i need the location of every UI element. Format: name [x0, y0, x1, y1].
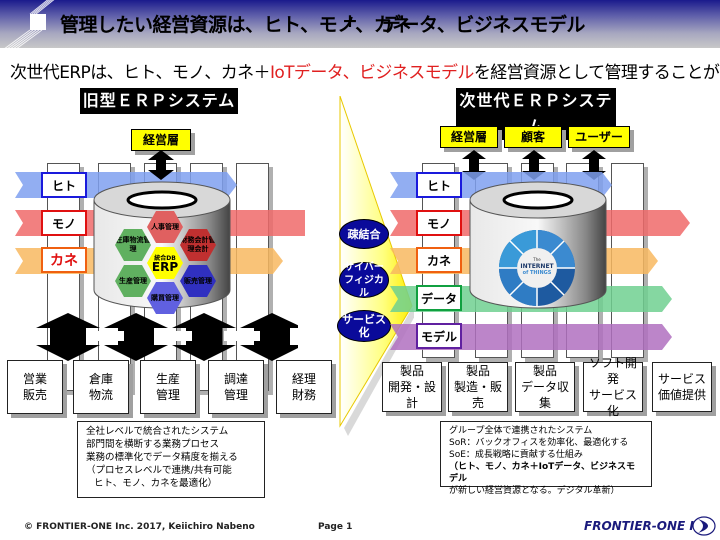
legacy-band-label-mono: モノ — [41, 210, 87, 236]
dept-line1: 営業 — [22, 372, 47, 386]
dept-line2: 開発・設計 — [387, 380, 436, 410]
footer-copyright: © FRONTIER-ONE Inc. 2017, Keiichiro Nabe… — [24, 522, 255, 532]
hex-production: 生産管理 — [115, 265, 151, 297]
next-notes-box: グループ全体で連携されたシステム SoR：バックオフィスを効率化、最適化する S… — [440, 421, 652, 496]
legacy-dept-production: 生産管理 — [140, 360, 196, 414]
dept-line2: 製造・販売 — [453, 380, 502, 410]
iot-label: The INTERNET of THINGS — [517, 256, 557, 277]
dept-line2: 販売 — [22, 388, 47, 402]
hex-sales: 販売管理 — [180, 265, 216, 297]
hex-erp-core-top: 統合DB — [154, 255, 176, 262]
footer-page-number: Page 1 — [318, 522, 353, 532]
note-line: SoR：バックオフィスを効率化、最適化する — [449, 438, 629, 448]
dept-line2: 価値提供 — [657, 388, 706, 402]
dept-line2: データ収集 — [520, 380, 569, 410]
iot-label-the: The — [533, 257, 541, 262]
hex-inventory: 在庫物流管理 — [115, 229, 151, 261]
note-line: 業務の標準化でデータ精度を揃える — [86, 452, 238, 463]
dept-line1: 調達 — [223, 372, 248, 386]
legacy-dept-finance: 経理財務 — [276, 360, 332, 414]
next-band-label-hito: ヒト — [416, 172, 462, 198]
next-dept-product-design: 製品開発・設計 — [382, 362, 442, 412]
oval-loose-coupling: 疎結合 — [339, 219, 389, 249]
next-dept-software: ソフト開発サービス化 — [583, 356, 643, 418]
note-line: SoE：成長戦略に貢献する仕組み — [449, 450, 583, 460]
dept-arrow-icon — [104, 313, 168, 361]
legacy-management-box: 経営層 — [131, 129, 191, 151]
note-line: 全社レベルで統合されたシステム — [86, 426, 229, 437]
dept-line1: サービス — [657, 372, 706, 386]
hex-purchasing: 購買管理 — [147, 282, 183, 314]
hex-accounting: 財務会計管理会計 — [180, 229, 216, 261]
iot-wheel-icon — [499, 230, 575, 306]
page-title-plus: + — [342, 10, 358, 32]
legacy-band-label-kane: カネ — [41, 247, 87, 273]
oval-servitization: サービス化 — [337, 310, 391, 342]
company-logo-icon — [692, 516, 716, 536]
note-line: （プロセスレベルで連携/共有可能 — [86, 465, 232, 476]
legacy-dept-warehouse: 倉庫物流 — [73, 360, 129, 414]
subtitle-prefix: 次世代ERPは、ヒト、モノ、カネ＋ — [10, 63, 271, 83]
dept-line1: 経理 — [291, 372, 316, 386]
next-dept-product-data: 製品データ収集 — [515, 362, 575, 412]
dept-line1: 生産 — [155, 372, 180, 386]
dept-arrow-icon — [240, 313, 298, 361]
header-square-icon — [30, 14, 46, 30]
note-line: が新しい経営資源となる。デジタル革新） — [449, 486, 620, 496]
next-band-label-kane: カネ — [416, 247, 462, 273]
dept-line1: 製品 — [399, 364, 424, 378]
dept-line2: 管理 — [155, 388, 180, 402]
legacy-dept-procurement: 調達管理 — [208, 360, 264, 414]
hex-erp-core-main: ERP — [151, 260, 179, 274]
dept-line1: ソフト開発 — [588, 356, 637, 386]
footer-logo-text: FRONTIER-ONE Inc. — [584, 519, 715, 533]
hex-erp-core: 統合DB ERP — [147, 247, 183, 279]
hex-hr: 人事管理 — [147, 211, 183, 243]
iot-label-things: of THINGS — [522, 270, 552, 276]
legacy-erp-title: 旧型ＥＲＰシステム — [80, 88, 238, 114]
page-title: 管理したい経営資源は、ヒト、モノ、カネ — [60, 14, 411, 36]
iot-label-internet: INTERNET — [520, 263, 554, 270]
next-customer-box: 顧客 — [504, 126, 562, 148]
page-title-suffix: データ、ビジネスモデル — [382, 14, 585, 36]
next-user-box: ユーザー — [568, 126, 630, 148]
note-line: グループ全体で連携されたシステム — [449, 426, 593, 436]
next-dept-service: サービス価値提供 — [652, 362, 712, 412]
dept-line2: 財務 — [291, 388, 316, 402]
next-band-label-data: データ — [416, 285, 462, 311]
dept-line2: 管理 — [223, 388, 248, 402]
legacy-band-label-hito: ヒト — [41, 172, 87, 198]
dept-line1: 製品 — [532, 364, 557, 378]
dept-arrow-icon — [36, 313, 100, 361]
next-management-box: 経営層 — [440, 126, 498, 148]
legacy-department-arrows — [36, 313, 298, 361]
legacy-dept-sales: 営業販売 — [7, 360, 63, 414]
header-bar — [0, 0, 720, 48]
subtitle-highlight: IoTデータ、ビジネスモデル — [269, 63, 474, 83]
subtitle: 次世代ERPは、ヒト、モノ、カネ＋IoTデータ、ビジネスモデルを経営資源として管… — [10, 58, 720, 83]
note-line: 部門間を横断する業務プロセス — [86, 439, 220, 450]
dept-line1: 製品 — [465, 364, 490, 378]
dept-line2: サービス化 — [588, 388, 637, 418]
dept-arrow-icon — [172, 313, 236, 361]
header-decoration-lines — [4, 0, 55, 48]
next-band-label-mono: モノ — [416, 210, 462, 236]
next-dept-product-manufacturing: 製品製造・販売 — [448, 362, 508, 412]
note-line: ヒト、モノ、カネを最適化） — [94, 478, 218, 489]
next-band-label-model: モデル — [416, 323, 462, 349]
subtitle-suffix: を経営資源として管理することができる — [473, 63, 720, 83]
note-line: （ヒト、モノ、カネ＋IoTデータ、ビジネスモデル — [449, 462, 636, 484]
legacy-vertical-arrow-icon — [148, 150, 174, 180]
legacy-erp-modules: 人事管理 在庫物流管理 財務会計管理会計 統合DB ERP 生産管理 販売管理 … — [110, 210, 220, 314]
dept-line1: 倉庫 — [88, 372, 113, 386]
dept-line2: 物流 — [88, 388, 113, 402]
legacy-notes-box: 全社レベルで統合されたシステム 部門間を横断する業務プロセス 業務の標準化でデー… — [77, 421, 265, 498]
oval-cyber-physical: サイバーフィジカル — [339, 262, 389, 299]
